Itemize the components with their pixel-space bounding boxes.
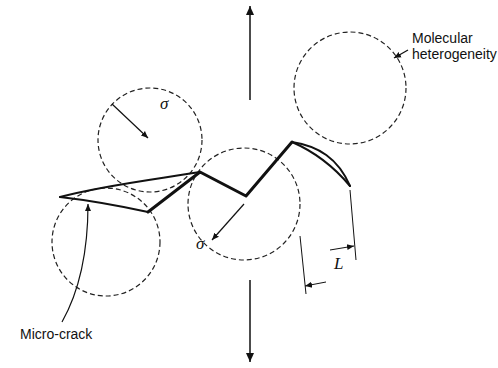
extension-line (350, 190, 356, 260)
crack-path (148, 142, 292, 212)
callout-label: Molecular heterogeneity (412, 30, 494, 62)
symbol-label: σ (196, 236, 204, 252)
leader-line (394, 50, 408, 58)
extension-line (300, 236, 306, 294)
crack-surface (292, 142, 350, 186)
heterogeneity-circle (188, 148, 300, 260)
crack-surface (60, 197, 148, 212)
leader-line (62, 204, 88, 322)
crack-surface (292, 142, 350, 186)
radius-arrow (212, 204, 244, 240)
load-arrow (249, 280, 251, 362)
dimension-arrow (330, 246, 354, 250)
dimension-label: L (334, 256, 343, 272)
heterogeneity-circle (52, 188, 160, 296)
callout-label: Micro-crack (20, 326, 92, 342)
crack-surface (60, 172, 200, 197)
heterogeneity-circle (98, 88, 202, 192)
load-arrow (249, 6, 251, 100)
symbol-label: σ (160, 96, 168, 112)
heterogeneity-circle (294, 32, 406, 144)
radius-arrow (112, 104, 148, 138)
dimension-arrow (305, 282, 326, 286)
